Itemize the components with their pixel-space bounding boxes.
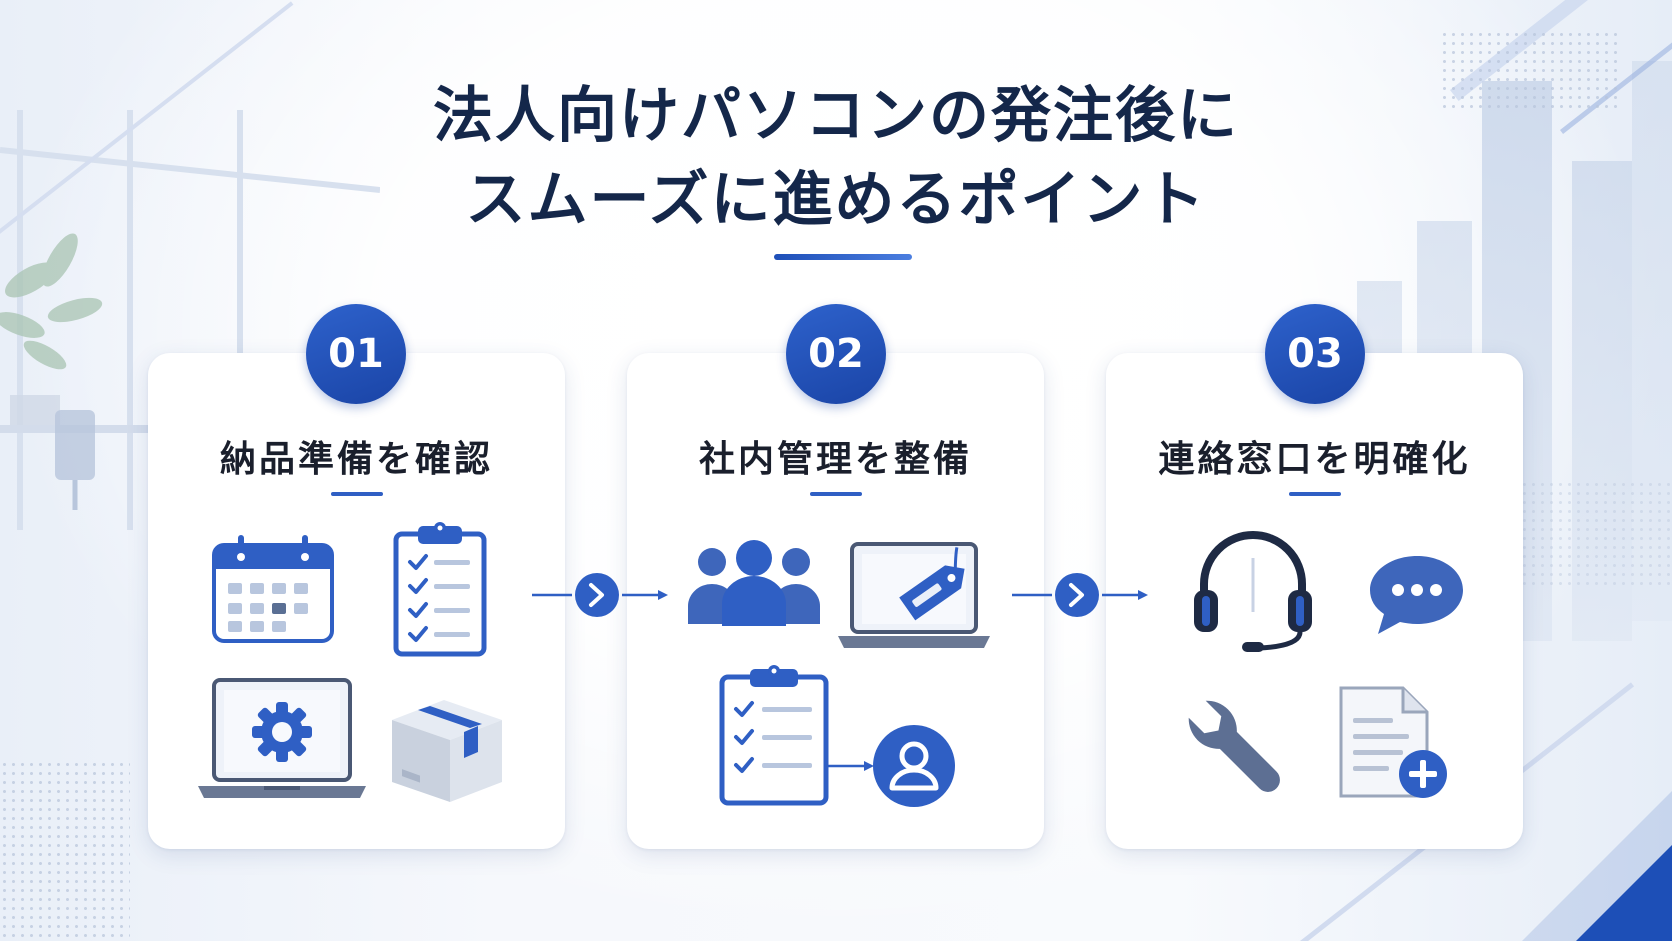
office-window-backdrop	[0, 110, 380, 530]
user-avatar-icon	[873, 725, 955, 807]
arrow-right-icon	[828, 761, 874, 771]
wrench-icon	[1188, 700, 1280, 792]
title-underline	[774, 254, 912, 260]
chevron-right-icon	[1055, 573, 1099, 617]
document-add-icon	[1339, 686, 1447, 798]
step-number-badge-2: 02	[786, 304, 886, 404]
step-title-1: 納品準備を確認	[219, 439, 493, 480]
checklist-clipboard-icon	[393, 522, 487, 657]
chevron-right-icon	[575, 573, 619, 617]
step-title-2: 社内管理を整備	[698, 439, 972, 480]
calendar-icon	[212, 535, 334, 643]
laptop-gear-icon	[198, 678, 366, 798]
step-title-underline-3	[1289, 492, 1341, 496]
checklist-clipboard-icon	[719, 665, 829, 806]
laptop-tag-icon	[838, 542, 990, 648]
step-connector-1	[532, 573, 668, 617]
step-title-underline-1	[331, 492, 383, 496]
page-title-line-2: スムーズに進めるポイント	[465, 165, 1207, 235]
people-group-icon	[688, 540, 820, 626]
page-title-line-1: 法人向けパソコンの発注後に	[433, 81, 1239, 151]
step-title-underline-2	[810, 492, 862, 496]
chat-bubble-icon	[1370, 556, 1463, 634]
headset-icon	[1194, 531, 1312, 652]
cardboard-box-icon	[392, 700, 502, 802]
step-title-3: 連絡窓口を明確化	[1158, 439, 1471, 480]
step-number-badge-3: 03	[1265, 304, 1365, 404]
step-connector-2	[1012, 573, 1148, 617]
step-number-badge-1: 01	[306, 304, 406, 404]
